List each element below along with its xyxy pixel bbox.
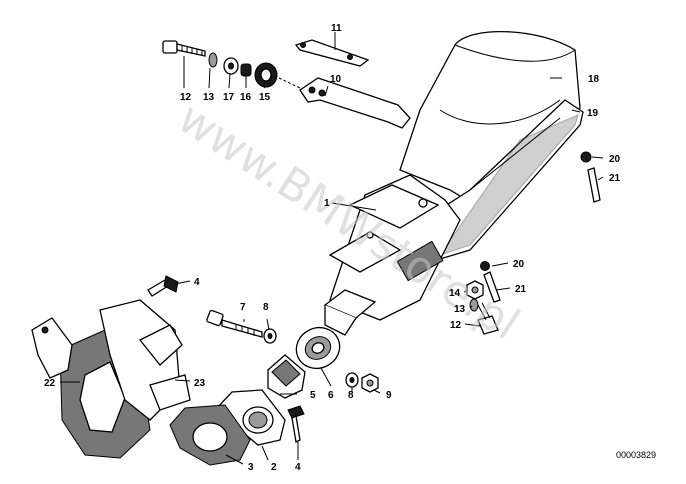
label-9: 9 <box>386 390 392 401</box>
spacer-16 <box>240 63 252 77</box>
nut-14 <box>466 280 484 300</box>
label-8-lower: 8 <box>348 390 354 401</box>
label-3: 3 <box>248 462 254 473</box>
label-4-lower: 4 <box>295 462 301 473</box>
label-4-upper: 4 <box>194 277 200 288</box>
leader-lines <box>60 32 604 465</box>
grommet-15 <box>254 62 278 88</box>
washer-13 <box>208 52 218 68</box>
label-13-upper: 13 <box>203 92 215 103</box>
flange-2 <box>214 389 286 446</box>
washer-8-lower <box>345 372 359 388</box>
label-20-lower: 20 <box>513 259 525 270</box>
washer-17 <box>223 57 239 75</box>
label-7: 7 <box>240 302 246 313</box>
label-21-upper: 21 <box>609 173 621 184</box>
label-6: 6 <box>328 390 334 401</box>
leader-bolt-axis <box>278 77 301 89</box>
label-11: 11 <box>331 23 342 34</box>
label-16: 16 <box>240 92 252 103</box>
label-10: 10 <box>330 74 342 85</box>
bolt-12-lower <box>477 302 499 335</box>
label-8-upper: 8 <box>263 302 269 313</box>
coupling-5 <box>267 354 306 399</box>
reference-code: 00003829 <box>616 450 656 460</box>
clip-20-lower <box>480 261 490 271</box>
screw-21-upper <box>587 167 601 203</box>
label-12-upper: 12 <box>180 92 192 103</box>
label-15: 15 <box>259 92 271 103</box>
label-21-lower: 21 <box>515 284 527 295</box>
screw-21-lower <box>483 271 501 303</box>
clip-20-upper <box>580 151 592 163</box>
screw-4-upper <box>147 275 179 297</box>
flange-6 <box>295 326 341 370</box>
column-cover-18 <box>399 31 581 206</box>
bolt-12-upper <box>162 40 206 57</box>
nut-9 <box>361 373 379 393</box>
label-5: 5 <box>310 390 316 401</box>
part-labels: 11 10 12 13 17 16 15 18 19 20 21 1 20 21… <box>44 23 621 473</box>
label-13-lower: 13 <box>454 304 466 315</box>
label-2: 2 <box>271 462 277 473</box>
label-18: 18 <box>588 74 600 85</box>
label-12-lower: 12 <box>450 320 462 331</box>
label-22: 22 <box>44 378 56 389</box>
column-housing-1 <box>328 174 461 321</box>
gasket-3 <box>169 404 251 466</box>
bolt-7 <box>206 309 263 338</box>
bracket-10 <box>299 77 411 129</box>
label-23: 23 <box>194 378 206 389</box>
label-17: 17 <box>223 92 235 103</box>
washer-8-upper <box>263 328 277 344</box>
screw-4-lower <box>287 405 305 443</box>
label-19: 19 <box>587 108 599 119</box>
label-14: 14 <box>449 288 461 299</box>
bracket-body-23 <box>31 299 191 421</box>
label-20-upper: 20 <box>609 154 621 165</box>
label-1: 1 <box>324 198 330 209</box>
bracket-11 <box>294 39 370 67</box>
shaft-tube <box>323 289 377 336</box>
